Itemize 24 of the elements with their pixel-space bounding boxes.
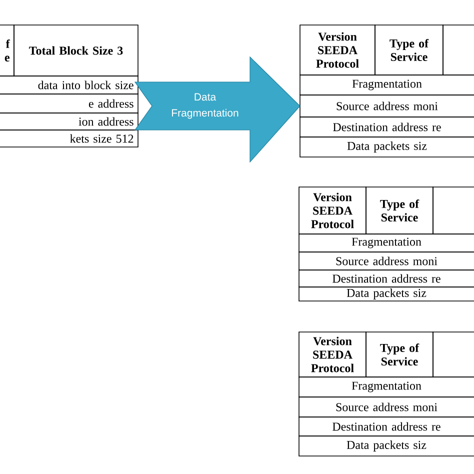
table-cell: Version SEEDA Protocol — [298, 332, 366, 378]
table-cell: Version SEEDA Protocol — [300, 24, 376, 76]
table-cell: Source address moni — [300, 94, 474, 118]
table-cell: Type of Service — [366, 332, 434, 378]
table-cell: Data packets siz — [298, 286, 474, 302]
table-cell: Source address moni — [298, 252, 474, 270]
table-cell: Version SEEDA Protocol — [298, 186, 366, 234]
table-cell: Total Block Size 3 — [14, 24, 138, 76]
table-cell: Data packets siz — [298, 436, 474, 456]
table-cell: Fragmentation — [298, 234, 474, 252]
table-cell: Type of Service — [366, 186, 434, 234]
table-cell: data into block size — [0, 76, 138, 94]
table-cell: kets size 512 — [0, 130, 138, 148]
table-cell: Fragmentation — [300, 74, 474, 96]
table-cell: Source address moni — [298, 396, 474, 418]
table-cell: Type of Service — [374, 24, 444, 76]
table-cell: Destination address re — [298, 416, 474, 436]
table-cell: f e — [0, 24, 14, 76]
table-cell: Destination address re — [300, 116, 474, 138]
table-cell: Data packets siz — [300, 136, 474, 158]
table-cell: Fragmentation — [298, 376, 474, 398]
table-cell: Destination address re — [298, 270, 474, 288]
table-cell: ion address — [0, 112, 138, 130]
table-cell: e address — [0, 94, 138, 114]
